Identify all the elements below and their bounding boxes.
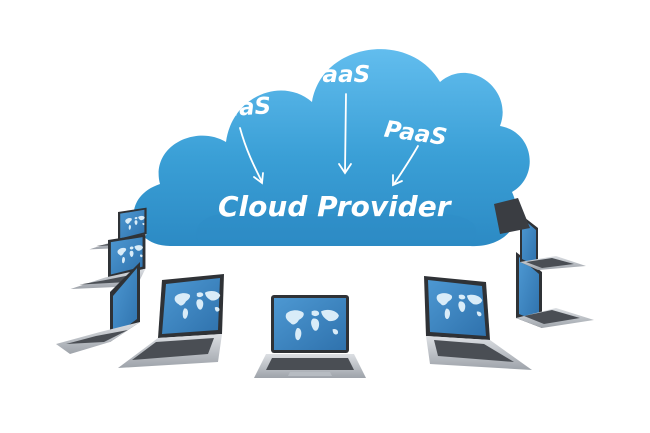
laptop-icon <box>56 262 140 354</box>
arrow-icon <box>338 93 352 175</box>
service-label-iaas: IaaS <box>314 62 370 88</box>
central-node-label: Cloud Provider <box>218 190 453 223</box>
laptop-icon <box>118 274 224 368</box>
laptop-icon <box>424 276 532 370</box>
laptop-icon <box>520 214 586 270</box>
arrow-icon <box>239 127 264 185</box>
laptop-icon <box>494 198 530 234</box>
service-label-saas: SaaS <box>206 93 272 123</box>
laptop-icon <box>254 295 366 378</box>
cloud-icon <box>133 49 530 247</box>
arrow-icon <box>392 145 419 187</box>
laptop-icon <box>516 252 594 328</box>
